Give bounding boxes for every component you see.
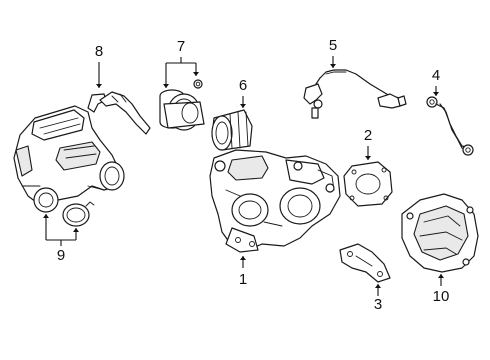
part-1-turbocharger — [209, 149, 341, 253]
part-6-bellows-coupler — [211, 109, 253, 151]
callout-4: 4 — [432, 67, 440, 84]
callout-7-leader — [163, 57, 199, 88]
callout-8: 8 — [95, 43, 103, 60]
part-4-oil-feed-pipe — [426, 96, 474, 156]
callout-3: 3 — [374, 296, 382, 313]
callout-9: 9 — [57, 247, 65, 264]
part-9-clamp-ring — [62, 201, 95, 227]
callout-10: 10 — [433, 288, 450, 305]
callout-6: 6 — [239, 77, 247, 94]
part-9-air-intake-housing — [13, 105, 125, 213]
callout-7: 7 — [177, 38, 185, 55]
part-7-intake-pipe-connector — [159, 79, 205, 131]
callout-2: 2 — [364, 127, 372, 144]
part-3-bracket — [339, 243, 391, 283]
callout-1: 1 — [239, 271, 247, 288]
part-10-heat-shield — [401, 193, 479, 273]
part-2-gasket — [343, 161, 393, 207]
callout-9-leader — [43, 214, 79, 246]
callout-5: 5 — [329, 37, 337, 54]
part-8-breather-hose — [87, 91, 151, 135]
part-5-sensor-with-wire — [303, 69, 407, 119]
